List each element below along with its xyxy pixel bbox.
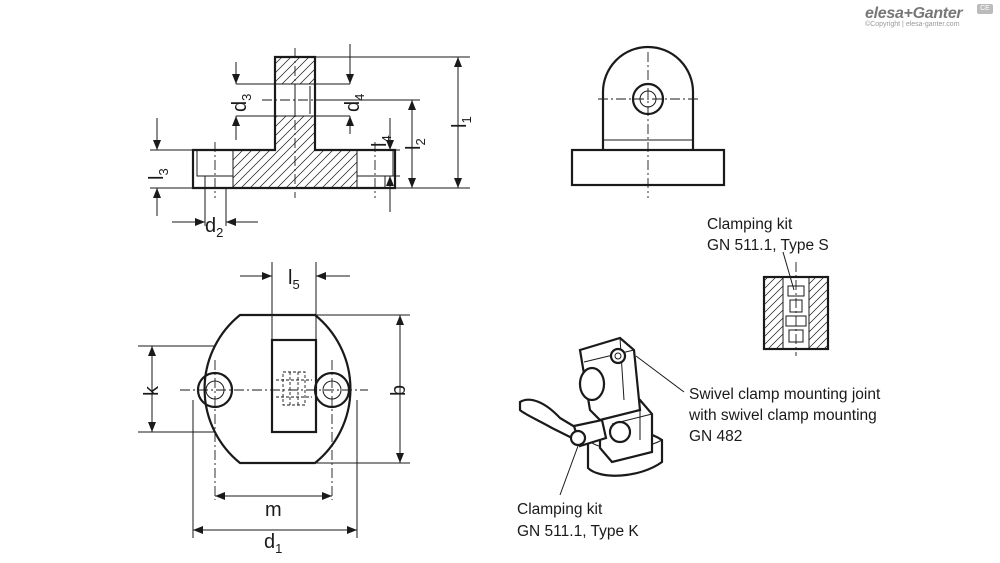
- caption-kit-s-line1: Clamping kit: [707, 216, 793, 233]
- label-d4: d4: [342, 94, 367, 112]
- label-l5: l5: [288, 267, 300, 292]
- svg-text:l4: l4: [369, 135, 394, 147]
- label-l2: l2: [403, 138, 428, 150]
- label-d2: d2: [205, 215, 223, 240]
- svg-text:l1: l1: [449, 116, 474, 128]
- svg-text:l2: l2: [403, 138, 428, 150]
- side-view: [570, 45, 726, 198]
- label-l1: l1: [449, 116, 474, 128]
- brand-copyright: ©Copyright | elesa-ganter.com: [865, 21, 960, 28]
- brand-name: elesa+Ganter: [865, 5, 963, 22]
- swivel-assembly-isometric: [518, 336, 664, 477]
- label-m: m: [265, 499, 282, 521]
- label-l3: l3: [146, 168, 171, 180]
- bracket-section-outline: [191, 55, 397, 190]
- front-section-view: [191, 48, 397, 198]
- plan-clamp-block: [270, 338, 318, 434]
- svg-text:b: b: [388, 385, 410, 396]
- caption-kit-k-line2: GN 511.1, Type K: [517, 523, 639, 540]
- label-l4: l4: [369, 135, 394, 147]
- label-b: b: [388, 385, 410, 396]
- label-k: k: [141, 385, 163, 396]
- svg-text:d4: d4: [342, 94, 367, 112]
- ce-badge: CE: [977, 4, 993, 14]
- round-base-outline: [203, 313, 352, 465]
- caption-swivel-line3: GN 482: [689, 428, 742, 445]
- label-d1: d1: [264, 531, 282, 556]
- leader-swivel: [635, 355, 685, 393]
- plan-view: [180, 300, 368, 500]
- plan-view-dimensions: [138, 262, 410, 538]
- leader-kit-k: [559, 445, 579, 496]
- svg-text:d3: d3: [229, 94, 254, 112]
- svg-text:l3: l3: [146, 168, 171, 180]
- svg-text:k: k: [141, 385, 163, 396]
- caption-swivel-line2: with swivel clamp mounting: [688, 407, 877, 424]
- caption-kit-k-line1: Clamping kit: [517, 501, 603, 518]
- label-d3: d3: [229, 94, 254, 112]
- clamping-kit-s-section: [762, 262, 830, 356]
- front-view-dimensions: [150, 44, 470, 226]
- brand-logo: elesa+Ganter ©Copyright | elesa-ganter.c…: [865, 4, 993, 35]
- section-hatching: [233, 57, 357, 188]
- caption-kit-s-line2: GN 511.1, Type S: [707, 237, 829, 254]
- caption-swivel-line1: Swivel clamp mounting joint: [689, 386, 881, 403]
